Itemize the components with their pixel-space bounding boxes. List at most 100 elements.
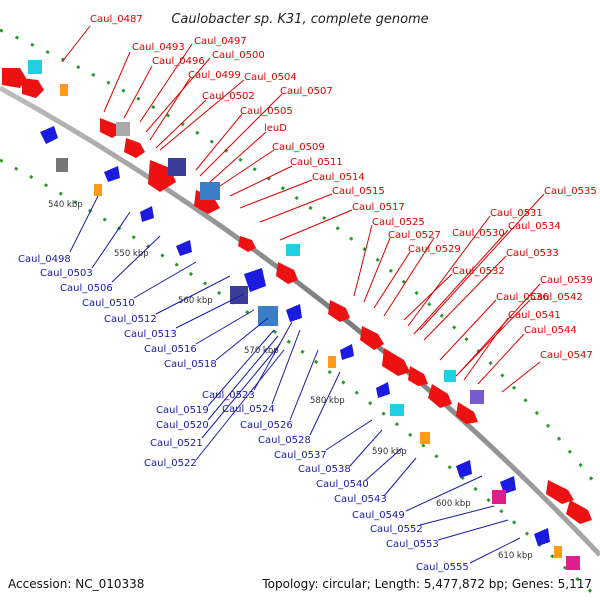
gene-reverse <box>244 268 266 292</box>
gene-forward <box>566 500 592 524</box>
kbp-ticks: 540 kbp 550 kbp 560 kbp 570 kbp 580 kbp … <box>48 200 533 561</box>
gene-label: Caul_0510 <box>82 298 135 309</box>
gene-label: Caul_0509 <box>272 142 325 153</box>
gene-cyan <box>390 404 404 416</box>
gene-label: Caul_0500 <box>212 50 265 61</box>
gene-gray <box>56 158 68 172</box>
gene-label: Caul_0534 <box>508 221 561 232</box>
gene-label: leuD <box>264 123 287 134</box>
gene-label: Caul_0531 <box>490 208 543 219</box>
gene-reverse <box>104 166 120 182</box>
gene-navy <box>230 286 248 304</box>
genome-backbone <box>0 85 600 557</box>
tick-label: 580 kbp <box>310 396 345 406</box>
gene-label: Caul_0533 <box>506 248 559 259</box>
top-labels <box>61 25 545 393</box>
tick-label: 550 kbp <box>114 249 149 259</box>
gene-label: Caul_0540 <box>316 479 369 490</box>
gene-label: Caul_0497 <box>194 36 247 47</box>
gene-magenta <box>566 556 580 570</box>
gene-label: Caul_0527 <box>388 230 441 241</box>
gene-cyan <box>28 60 42 74</box>
gene-label: Caul_0521 <box>150 438 203 449</box>
gene-forward <box>238 236 256 252</box>
gc-track-outer <box>0 28 600 491</box>
gene-navy <box>168 158 186 176</box>
gene-reverse <box>376 382 390 398</box>
gene-label: Caul_0519 <box>156 405 209 416</box>
map-title: Caulobacter sp. K31, complete genome <box>171 12 428 27</box>
gene-reverse <box>534 528 550 546</box>
tick-label: 570 kbp <box>244 346 279 356</box>
gene-label: Caul_0503 <box>40 268 93 279</box>
gene-label: Caul_0507 <box>280 86 333 97</box>
topology-text: Topology: circular; Length: 5,477,872 bp… <box>261 577 592 591</box>
gene-forward <box>382 348 410 376</box>
gene-forward <box>124 138 145 158</box>
gene-label: Caul_0502 <box>202 91 255 102</box>
gene-orange <box>420 432 430 444</box>
gene-label: Caul_0487 <box>90 14 143 25</box>
gene-label: Caul_0505 <box>240 106 293 117</box>
gene-cyan <box>286 244 300 256</box>
gene-label: Caul_0514 <box>312 172 365 183</box>
gene-label: Caul_0520 <box>156 420 209 431</box>
gene-forward <box>428 384 452 408</box>
gene-label: Caul_0542 <box>530 292 583 303</box>
gene-label: Caul_0524 <box>222 404 275 415</box>
gene-forward <box>276 262 298 284</box>
gene-orange <box>94 184 102 196</box>
gene-cyan <box>444 370 456 382</box>
gene-reverse <box>140 206 154 222</box>
gene-label: Caul_0532 <box>452 266 505 277</box>
gene-label: Caul_0504 <box>244 72 297 83</box>
gene-label: Caul_0526 <box>240 420 293 431</box>
gene-forward <box>546 480 574 504</box>
gene-gray <box>116 122 130 136</box>
gc-track-inner <box>0 158 600 600</box>
gene-label: Caul_0549 <box>352 510 405 521</box>
gene-label: Caul_0516 <box>144 344 197 355</box>
gene-label: Caul_0496 <box>152 56 205 67</box>
gene-label: Caul_0538 <box>298 464 351 475</box>
gene-label: Caul_0552 <box>370 524 423 535</box>
reverse-genes <box>40 126 550 546</box>
gene-label: Caul_0525 <box>372 217 425 228</box>
gene-reverse <box>176 240 192 256</box>
tick-label: 600 kbp <box>436 499 471 509</box>
gene-label: Caul_0547 <box>540 350 593 361</box>
gene-orange <box>554 546 562 558</box>
gene-label: Caul_0506 <box>60 283 113 294</box>
gene-magenta <box>492 490 506 504</box>
gene-forward <box>456 402 478 424</box>
bottom-labels <box>69 195 521 564</box>
gene-label: Caul_0535 <box>544 186 597 197</box>
bottom-label-text: Caul_0498 Caul_0503 Caul_0506 Caul_0510 … <box>18 254 469 573</box>
tick-label: 560 kbp <box>178 296 213 306</box>
gene-label: Caul_0537 <box>274 450 327 461</box>
gene-steel <box>258 306 278 326</box>
gene-label: Caul_0529 <box>408 244 461 255</box>
tick-label: 540 kbp <box>48 200 83 210</box>
gene-label: Caul_0511 <box>290 157 343 168</box>
gene-label: Caul_0541 <box>508 310 561 321</box>
gene-reverse <box>456 460 472 478</box>
gene-label: Caul_0543 <box>334 494 387 505</box>
gene-label: Caul_0553 <box>386 539 439 550</box>
gene-label: Caul_0515 <box>332 186 385 197</box>
gene-reverse <box>500 476 516 494</box>
gene-reverse <box>40 126 58 144</box>
gene-steel <box>200 182 220 200</box>
tick-label: 590 kbp <box>372 447 407 457</box>
gene-label: Caul_0555 <box>416 562 469 573</box>
gene-forward <box>2 68 26 88</box>
gene-label: Caul_0530 <box>452 228 505 239</box>
tick-label: 610 kbp <box>498 551 533 561</box>
gene-label: Caul_0528 <box>258 435 311 446</box>
gene-label: Caul_0517 <box>352 202 405 213</box>
gene-reverse <box>340 344 354 360</box>
gene-label: Caul_0518 <box>164 359 217 370</box>
other-genes <box>28 60 580 570</box>
gene-label: Caul_0513 <box>124 329 177 340</box>
